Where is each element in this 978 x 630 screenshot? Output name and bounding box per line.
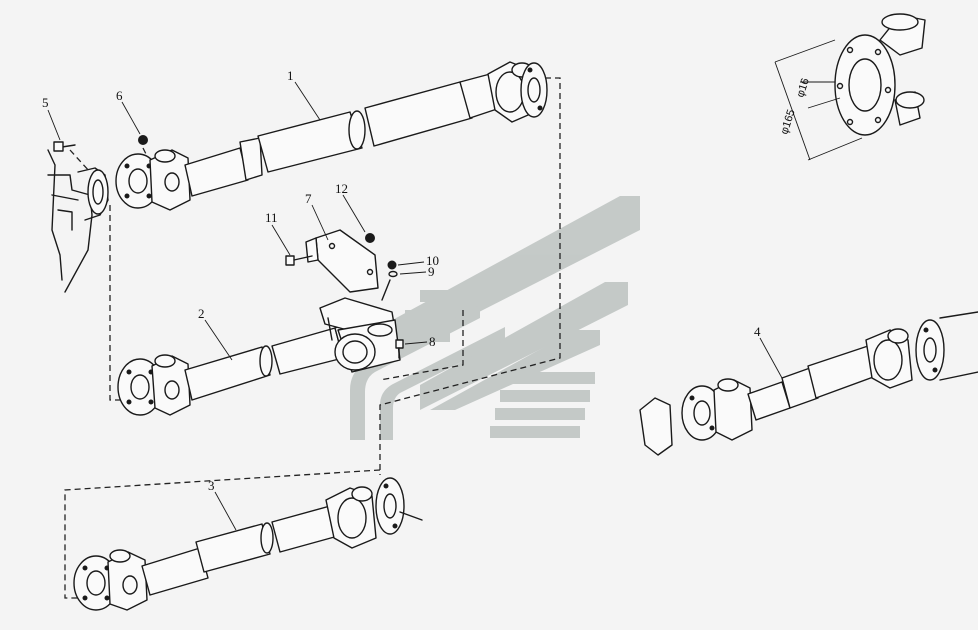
dimension-outer: φ165 [778, 108, 797, 136]
driveshaft-part-1 [115, 61, 548, 211]
nut-part-12 [365, 233, 375, 243]
label-part-9: 9 [428, 264, 435, 279]
leader-lines [47, 81, 783, 531]
bolt-part-8 [395, 339, 404, 359]
bolt-part-11 [285, 255, 313, 266]
label-part-11: 11 [265, 210, 278, 225]
driveshaft-part-3 [73, 477, 423, 611]
label-part-4: 4 [754, 324, 761, 339]
label-part-10: 10 [426, 253, 439, 268]
label-part-6: 6 [116, 88, 123, 103]
label-part-5: 5 [42, 95, 49, 110]
label-part-8: 8 [429, 334, 436, 349]
label-part-7: 7 [305, 191, 312, 206]
dimension-inner: φ16 [794, 77, 811, 99]
support-bracket-part-7 [305, 229, 379, 293]
label-part-12: 12 [335, 181, 348, 196]
frame-bracket-left [47, 149, 109, 293]
label-part-3: 3 [208, 478, 215, 493]
driveshaft-part-4 [639, 311, 978, 456]
bolt-part-5 [53, 141, 91, 173]
driveshaft-part-2 [117, 297, 401, 416]
nut-part-10 [387, 260, 397, 270]
label-part-2: 2 [198, 306, 205, 321]
flange-detail: φ165 φ16 [774, 13, 926, 161]
washer-part-9 [381, 270, 398, 301]
label-part-1: 1 [287, 68, 294, 83]
